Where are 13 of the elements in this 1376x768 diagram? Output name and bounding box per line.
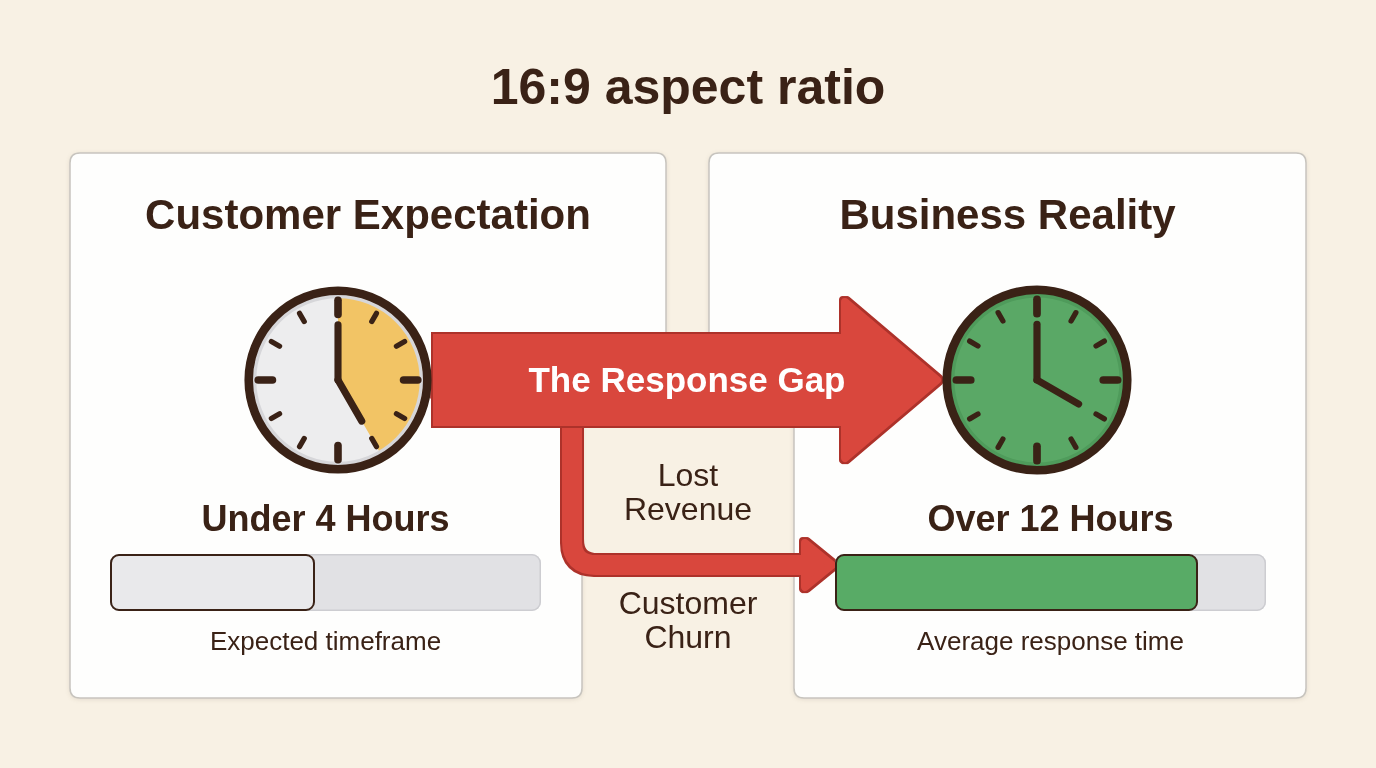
clock-icon <box>941 284 1133 476</box>
duration-heading: Over 12 Hours <box>927 497 1174 541</box>
edge-label: The Response Gap <box>528 359 846 401</box>
sub-label: Average response time <box>917 625 1184 657</box>
block-arrow <box>433 298 941 462</box>
annotation: Customer Churn <box>618 586 758 654</box>
clock-icon <box>243 285 433 475</box>
panel-heading: Business Reality <box>839 190 1176 240</box>
panel-heading: Customer Expectation <box>145 190 591 240</box>
annotation: Lost Revenue <box>623 458 753 526</box>
sub-label: Expected timeframe <box>209 625 442 657</box>
duration-heading: Under 4 Hours <box>201 497 450 541</box>
title: 16:9 aspect ratio <box>490 58 886 117</box>
